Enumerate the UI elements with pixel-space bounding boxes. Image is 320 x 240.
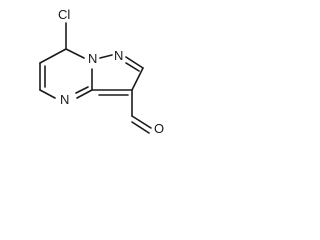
bond-cho-o xyxy=(131,115,152,129)
bond-c5-n4 xyxy=(39,89,56,99)
bond-n4-c3a-inner xyxy=(75,86,89,94)
bond-cho-o-inner xyxy=(131,121,150,134)
bond-c7-n1 xyxy=(65,48,85,59)
bond-n1-n2 xyxy=(99,54,113,59)
bond-n4-c3a xyxy=(76,89,93,99)
chemical-structure-diagram: Cl N N N O xyxy=(39,7,164,136)
atom-label-bridgehead-nitrogen: N xyxy=(88,51,97,66)
bond-n2-c2 xyxy=(125,56,144,69)
atom-label-pyrazole-nitrogen: N xyxy=(114,48,123,63)
bond-c2-c3 xyxy=(131,67,144,91)
atom-label-aldehyde-oxygen: O xyxy=(154,121,164,136)
atom-label-pyrimidine-nitrogen: N xyxy=(60,92,69,107)
atom-label-chlorine: Cl xyxy=(58,7,70,22)
bond-n2-c2-inner xyxy=(125,62,140,72)
bond-c7-ring-top xyxy=(39,48,67,64)
